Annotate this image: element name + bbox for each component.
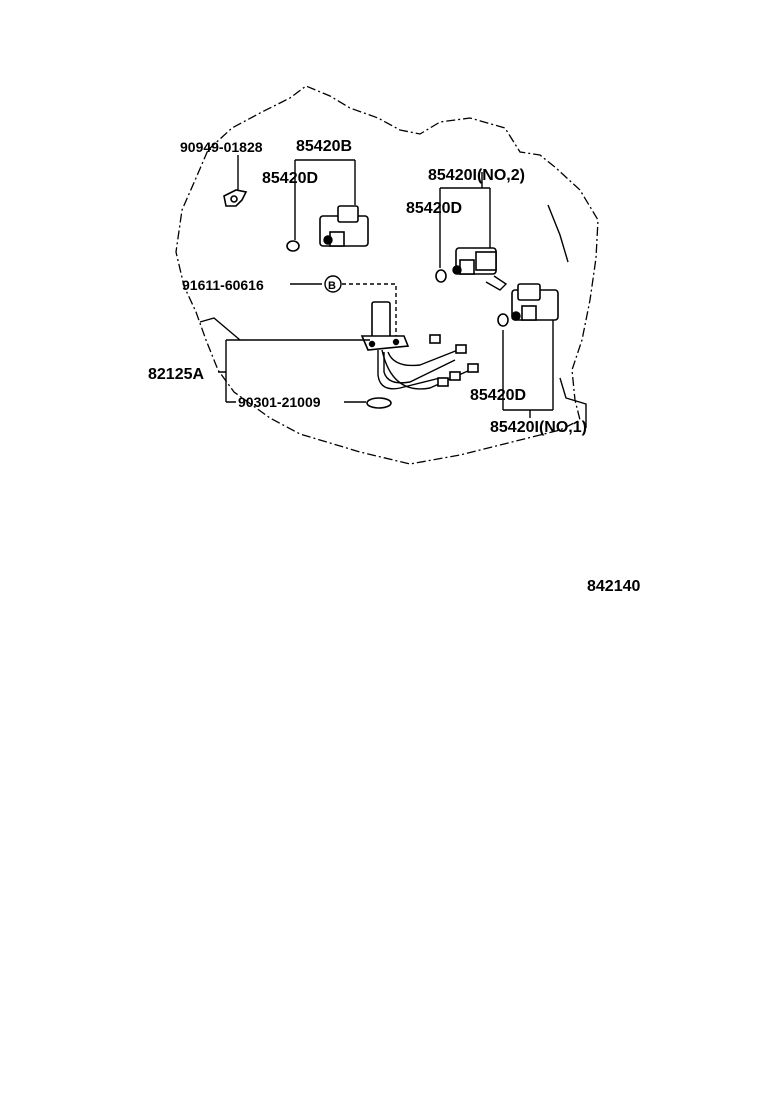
label-85420D-right: 85420D xyxy=(406,200,462,217)
label-90949-01828: 90949-01828 xyxy=(180,139,263,155)
case-flange-right xyxy=(547,204,569,263)
solenoid-85420B xyxy=(319,205,369,247)
case-bracket-left xyxy=(199,317,241,341)
solenoid-85420I-no1 xyxy=(511,283,559,321)
label-85420B: 85420B xyxy=(296,138,352,155)
solenoid-85420I-no2 xyxy=(452,247,508,291)
label-85420I-no2: 85420I(NO,2) xyxy=(428,167,525,184)
label-85420I-no1: 85420I(NO,1) xyxy=(490,419,587,436)
case-bracket-right xyxy=(559,377,587,428)
leader-85420B-bracket xyxy=(294,159,356,240)
leader-82125A-bracket xyxy=(218,339,370,403)
o-ring-bottom-right xyxy=(497,313,509,327)
o-ring-top-left xyxy=(286,240,300,252)
wire-harness-82125A xyxy=(360,301,479,390)
ref-b-marker: B xyxy=(324,275,342,293)
o-ring-right xyxy=(435,269,447,283)
dashed-ref-b-line xyxy=(342,283,397,336)
leader-85420I-no1-bracket xyxy=(502,320,554,418)
clamp-part xyxy=(223,189,248,207)
label-91611-60616: 91611-60616 xyxy=(182,277,264,293)
label-85420D-top: 85420D xyxy=(262,170,318,187)
label-85420D-bottom: 85420D xyxy=(470,387,526,404)
svg-text:B: B xyxy=(328,280,336,292)
label-82125A: 82125A xyxy=(148,366,204,383)
label-90301-21009: 90301-21009 xyxy=(238,394,321,410)
transmission-case-outline xyxy=(175,85,599,465)
figure-code: 842140 xyxy=(587,578,640,595)
leader-85420I-no2-bracket xyxy=(439,172,491,268)
o-ring-90301 xyxy=(366,397,392,409)
